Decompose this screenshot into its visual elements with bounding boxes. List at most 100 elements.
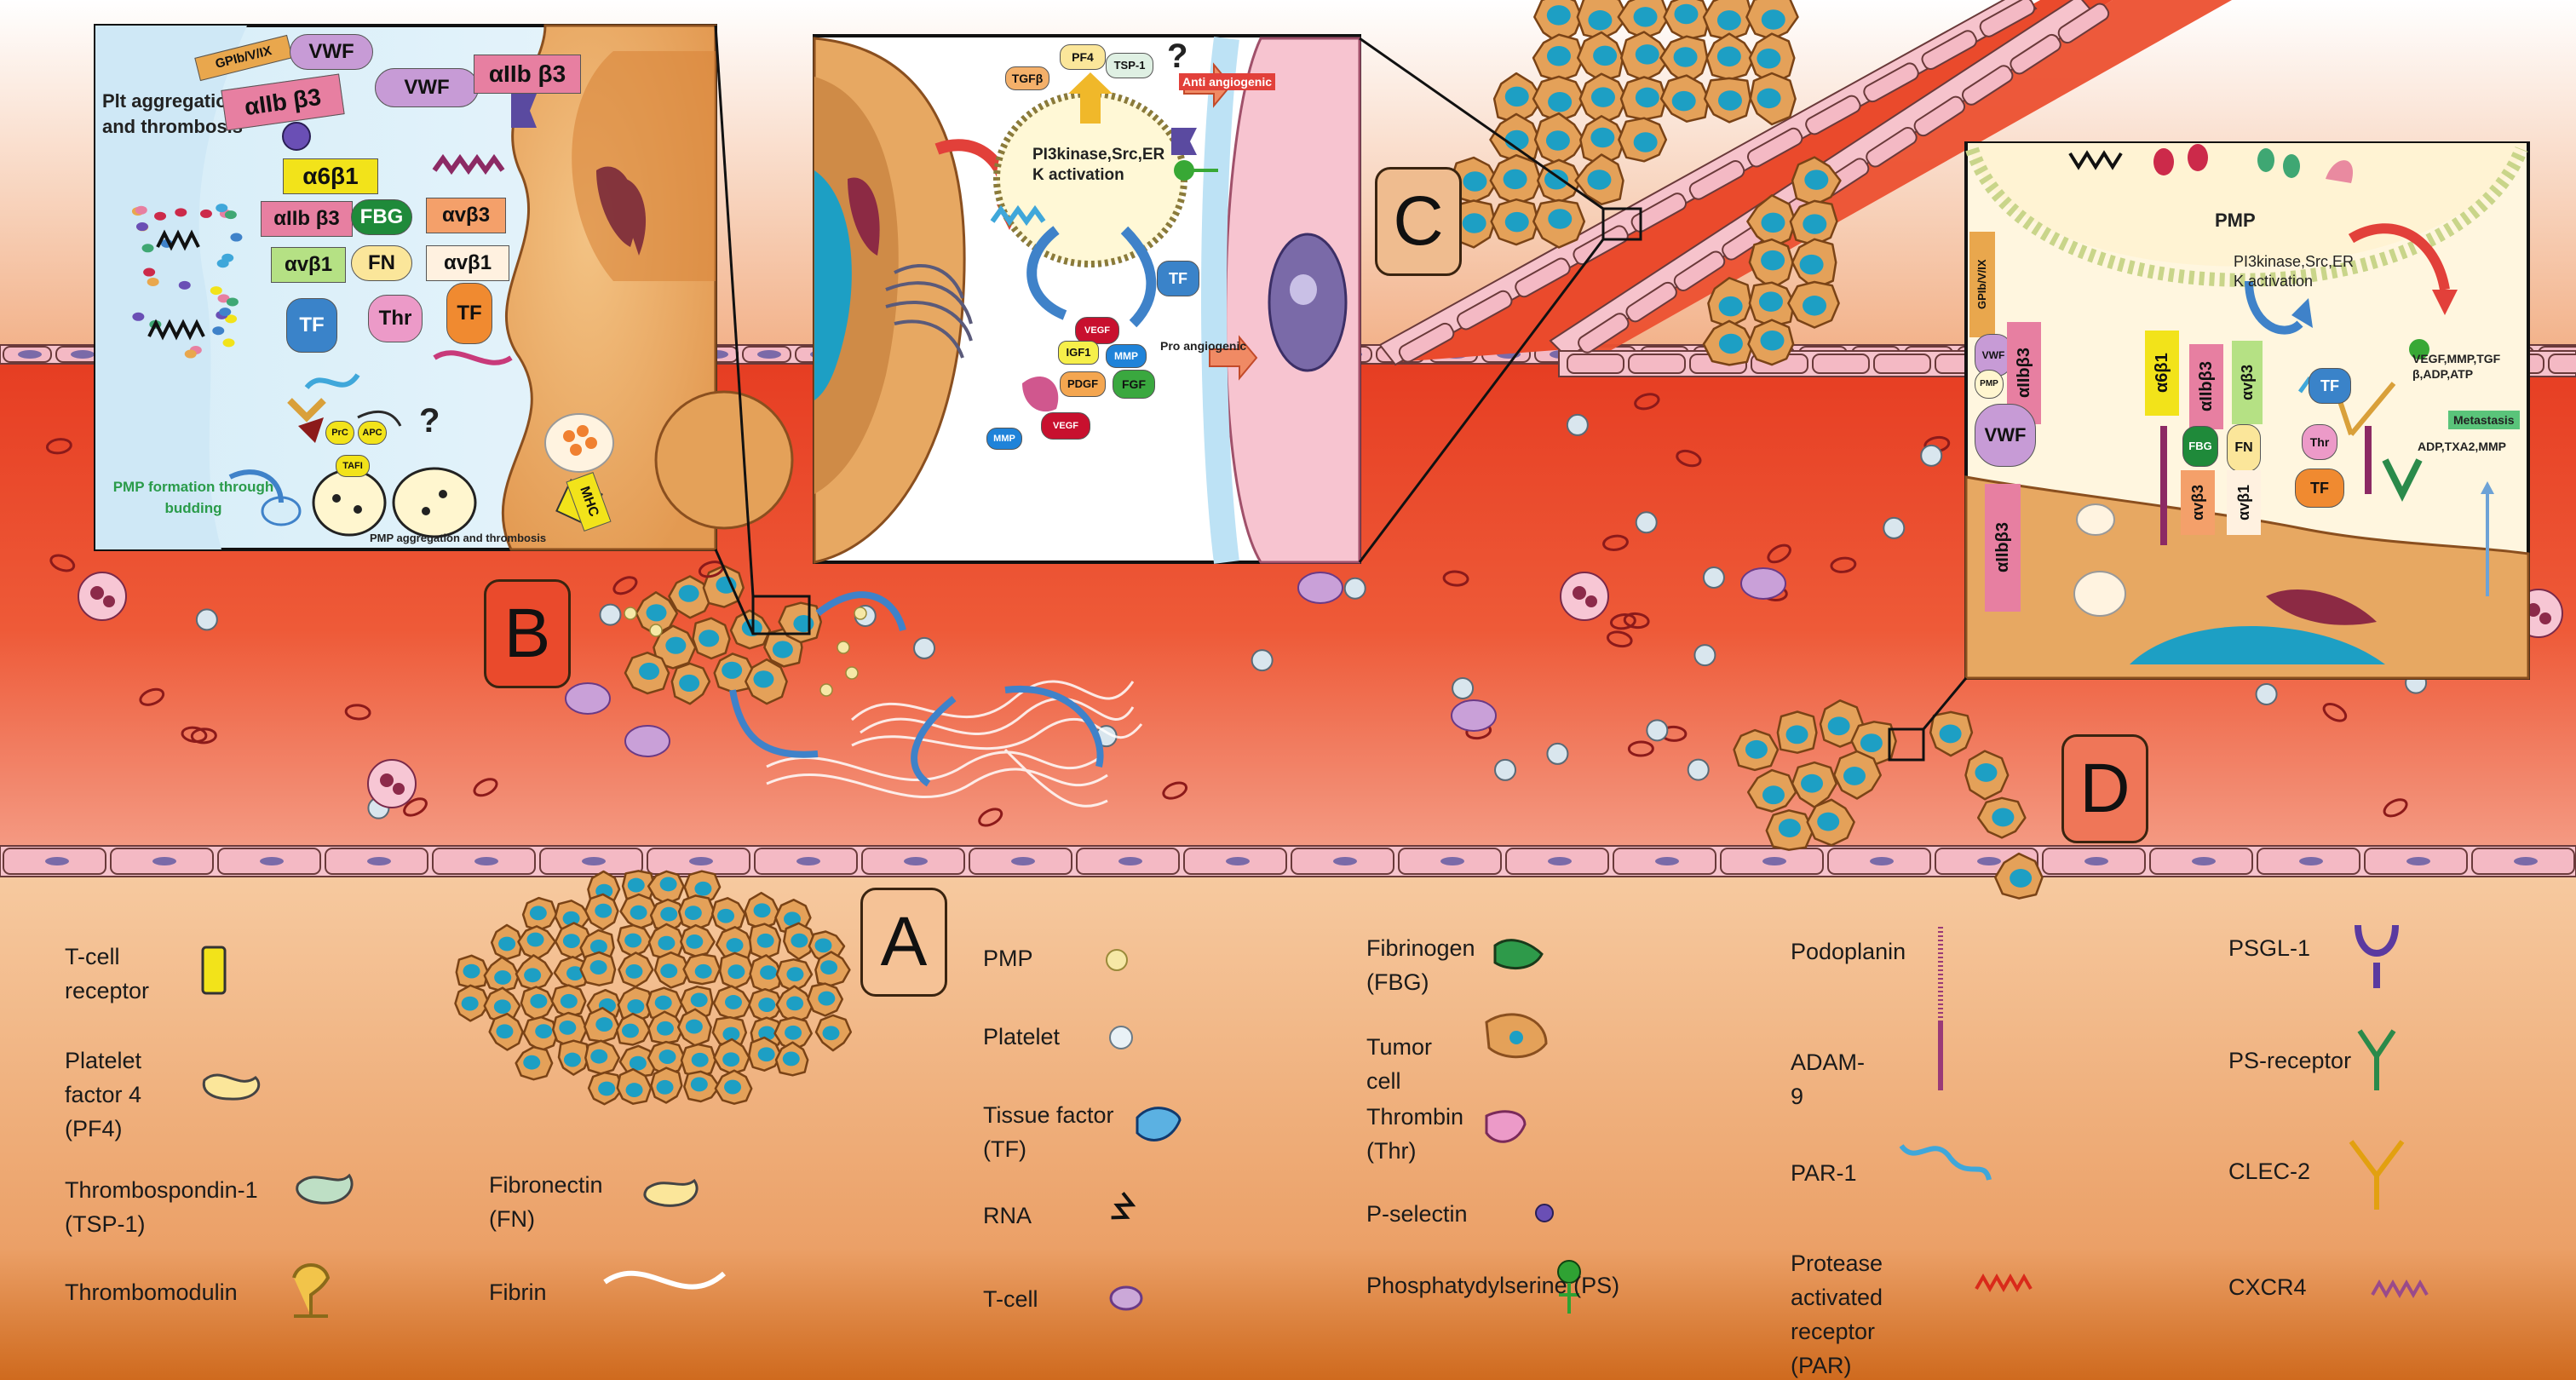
pmp-particle xyxy=(143,267,156,277)
platelet xyxy=(1494,758,1517,781)
pmp-particle xyxy=(147,277,159,286)
tumor-nucleus xyxy=(686,934,704,949)
cell-nucleus xyxy=(1870,857,1894,865)
platelet xyxy=(1693,644,1716,667)
tumor-nucleus xyxy=(590,1049,608,1064)
red-blood-cell xyxy=(45,438,72,455)
legend-platelet: Platelet xyxy=(983,1024,1061,1049)
endothelial-cell xyxy=(1921,30,1977,70)
inset-b-artwork xyxy=(94,24,794,551)
tumor-nucleus xyxy=(758,998,776,1012)
red-blood-cell xyxy=(403,797,428,817)
tumor-nucleus xyxy=(625,964,643,979)
tag-pdgf: PDGF xyxy=(1060,371,1106,397)
endothelial-cell xyxy=(1398,322,1455,363)
cell-nucleus xyxy=(757,350,781,359)
tumor-nucleus xyxy=(756,933,774,948)
tag-d-aiib-bottom: αIIbβ3 xyxy=(1985,484,2021,612)
tumor-nucleus xyxy=(690,1077,708,1092)
tumor-nucleus xyxy=(694,963,712,979)
legend-tcell: T-cell xyxy=(983,1286,1038,1312)
tumor-nucleus xyxy=(530,993,548,1009)
tag-d-tf: TF xyxy=(2295,469,2344,508)
cell-nucleus xyxy=(1118,857,1142,865)
legend-psgl1: PSGL-1 xyxy=(2228,935,2311,961)
cell-nucleus xyxy=(71,350,95,359)
platelet xyxy=(1687,758,1710,781)
cell-nucleus xyxy=(260,857,284,865)
cell-nucleus xyxy=(474,857,498,865)
tumor-nucleus xyxy=(659,877,677,892)
red-blood-cell xyxy=(139,687,165,706)
tumor-nucleus xyxy=(1633,7,1658,27)
tumor-nucleus xyxy=(624,933,642,948)
legend-ps: Phosphatydylserine (PS) xyxy=(1366,1273,1620,1298)
cell-nucleus xyxy=(796,857,820,865)
tumor-nucleus xyxy=(722,1026,740,1042)
tumor-nucleus xyxy=(1463,171,1487,192)
lower-vessel-wall xyxy=(0,845,2576,877)
platelet xyxy=(1566,413,1589,436)
inset-c-pro-angiogenic: Pro angiogenic xyxy=(1160,339,1247,353)
endothelial-cell xyxy=(1578,313,1630,354)
tumor-nucleus xyxy=(1504,211,1529,233)
tumor-cluster-c xyxy=(1449,0,1842,366)
endothelial-cell xyxy=(1673,250,1726,291)
tumor-nucleus xyxy=(658,1049,676,1064)
tumor-nucleus xyxy=(1544,170,1568,190)
red-blood-cell xyxy=(1767,543,1791,564)
endothelial-cell xyxy=(1873,354,1931,374)
tumor-nucleus xyxy=(1718,296,1743,317)
red-blood-cell xyxy=(612,576,638,595)
pmp xyxy=(819,683,833,697)
tumor-nucleus xyxy=(656,1079,674,1095)
tumor-nucleus xyxy=(1633,132,1658,152)
tumor-nucleus xyxy=(685,1019,703,1034)
pmp-particle xyxy=(135,205,147,215)
pmp-particle xyxy=(222,338,235,348)
tumor-nucleus xyxy=(1757,88,1781,109)
tumor-nucleus xyxy=(1635,44,1659,65)
tumor-nucleus xyxy=(722,1052,740,1067)
tumor-nucleus xyxy=(493,999,511,1015)
tcell xyxy=(565,682,611,715)
pmp xyxy=(624,607,637,620)
tag-mmp-1: MMP xyxy=(1106,344,1147,368)
pmp-particle xyxy=(217,294,230,303)
tumor-nucleus xyxy=(1590,87,1615,107)
legend-tissue-factor: Tissue factor (TF) xyxy=(983,1102,1114,1162)
inset-d-metastasis: Metastasis xyxy=(2448,411,2520,429)
tumor-nucleus xyxy=(753,903,771,918)
endothelial-cell xyxy=(1866,127,1918,168)
cell-nucleus xyxy=(2514,857,2538,865)
tumor-nucleus xyxy=(785,1025,802,1040)
tag-avb1-a: αvβ1 xyxy=(271,247,346,283)
tcell xyxy=(1297,572,1343,604)
cell-nucleus xyxy=(1011,857,1035,865)
tumor-nucleus xyxy=(1761,212,1785,233)
cell-nucleus xyxy=(45,857,69,865)
red-blood-cell xyxy=(1634,393,1660,411)
tumor-nucleus xyxy=(496,1024,514,1039)
tcell xyxy=(624,725,670,757)
tumor-nucleus xyxy=(814,938,832,953)
tag-igf1: IGF1 xyxy=(1058,341,1099,365)
tag-tf-2: TF xyxy=(446,283,492,344)
pmp-particle xyxy=(225,314,238,324)
tumor-nucleus xyxy=(699,630,720,647)
pmp xyxy=(837,641,850,654)
tag-d-avb3: αvβ3 xyxy=(2181,470,2215,535)
pmp-particle xyxy=(224,210,237,220)
tumor-nucleus xyxy=(463,963,480,979)
tumor-cluster-b xyxy=(624,564,823,705)
tumor-nucleus xyxy=(562,911,580,926)
tumor-nucleus xyxy=(724,1079,742,1095)
cell-nucleus xyxy=(1977,857,2001,865)
tag-pf4: PF4 xyxy=(1060,44,1106,70)
tag-d-fbg: FBG xyxy=(2182,426,2218,467)
panel-label-b: B xyxy=(484,579,571,688)
tumor-nucleus xyxy=(563,1052,581,1067)
tumor-nucleus xyxy=(757,1047,775,1062)
tag-mmp-2: MMP xyxy=(986,428,1022,450)
